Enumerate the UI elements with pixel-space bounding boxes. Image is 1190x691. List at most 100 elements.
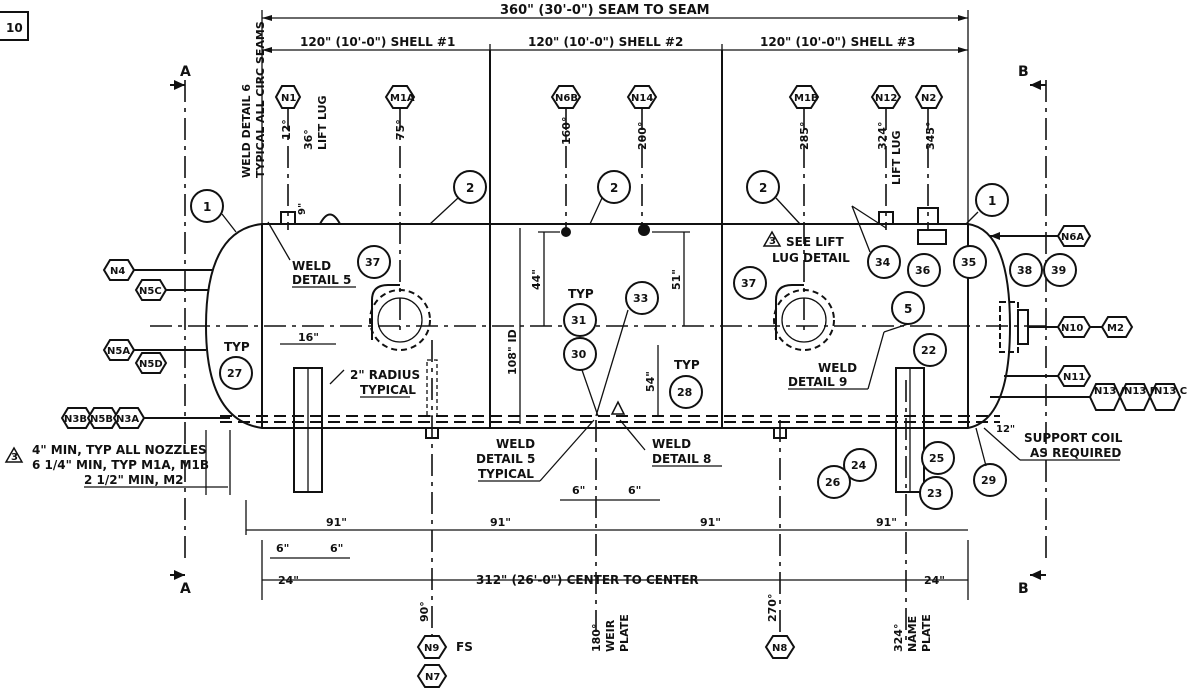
angle-324: 324° bbox=[876, 122, 889, 150]
lift-lug-label-2: LIFT LUG bbox=[890, 130, 903, 185]
see-lift-lug-note: 3 SEE LIFT LUG DETAIL bbox=[762, 230, 850, 265]
typ-28: TYP bbox=[674, 358, 700, 372]
item-38: 38 bbox=[1017, 264, 1032, 277]
nozzle-min-note: 3 4" MIN, TYP ALL NOZZLES 6 1/4" MIN, TY… bbox=[4, 430, 231, 495]
radius-line2: TYPICAL bbox=[360, 383, 416, 397]
overall-dimension: 360" (30'-0") SEAM TO SEAM bbox=[262, 3, 968, 21]
item-2-c: 2 bbox=[759, 181, 767, 195]
see-lift-line1: SEE LIFT bbox=[786, 235, 845, 249]
item-36: 36 bbox=[915, 264, 931, 277]
item-35: 35 bbox=[961, 256, 976, 269]
nozzle-centerlines bbox=[287, 108, 929, 640]
weld9-line2: DETAIL 9 bbox=[788, 375, 847, 389]
nozzle-m1a-label: M1A bbox=[390, 93, 415, 104]
weld5typ-line3: TYPICAL bbox=[478, 467, 534, 481]
sheet-reference-box: 10 bbox=[0, 11, 29, 41]
nozzle-n12-hex bbox=[870, 85, 902, 109]
bottom-dimensions: 91" 91" 91" 91" 6" 6" 6" 6" 24" 24" 312"… bbox=[245, 484, 969, 600]
lift-lug-label-1: LIFT LUG bbox=[316, 95, 329, 150]
weld-detail-8-note: WELD DETAIL 8 bbox=[610, 400, 722, 467]
support-line1: SUPPORT COIL bbox=[1024, 431, 1123, 445]
item-34: 34 bbox=[875, 256, 891, 269]
nozzle-n9: N9 bbox=[424, 643, 439, 654]
item-29: 29 bbox=[981, 474, 996, 487]
weld9-line1: WELD bbox=[818, 361, 857, 375]
plate-label-2: PLATE bbox=[920, 614, 933, 652]
angle-180: 180° bbox=[590, 624, 603, 652]
dim-91-c: 91" bbox=[700, 516, 721, 529]
see-lift-line2: LUG DETAIL bbox=[772, 251, 850, 265]
weld-detail-5-note: WELD DETAIL 5 bbox=[292, 259, 356, 288]
dim-51: 51" bbox=[670, 269, 683, 290]
weld-detail-6-line2: TYPICAL ALL CIRC SEAMS bbox=[254, 21, 267, 178]
item-24: 24 bbox=[851, 459, 867, 472]
name-label: NAME bbox=[906, 616, 919, 652]
overall-dim-text: 360" (30'-0") SEAM TO SEAM bbox=[500, 3, 710, 18]
left-nozzles: N4 N5C N5A N5D N3B N5B N3A bbox=[60, 259, 230, 429]
weld-detail-6-line1: WELD DETAIL 6 bbox=[240, 84, 253, 178]
shell3-dim: 120" (10'-0") SHELL #3 bbox=[760, 35, 915, 49]
weld8-line1: WELD bbox=[652, 437, 691, 451]
nozzle-n1-hex bbox=[274, 85, 302, 109]
angle-270: 270° bbox=[766, 594, 779, 622]
dim-44: 44" bbox=[530, 269, 543, 290]
weir-label: WEIR bbox=[604, 619, 617, 652]
nozzle-n5b: N5B bbox=[90, 414, 113, 425]
nozzle-n1-label: N1 bbox=[281, 93, 296, 104]
dim-91-b: 91" bbox=[490, 516, 511, 529]
right-nozzles: N6A N10 M2 N11 N13 A N13 B N13 C 12" bbox=[990, 225, 1187, 435]
nozzle-n2-hex bbox=[914, 85, 944, 109]
weld8-line2: DETAIL 8 bbox=[652, 452, 711, 466]
section-b-label-top: B bbox=[1018, 64, 1029, 80]
min-note-line3: 2 1/2" MIN, M2 bbox=[84, 473, 184, 487]
shell-dimension-line: 120" (10'-0") SHELL #1 120" (10'-0") SHE… bbox=[262, 35, 968, 56]
min-note-line1: 4" MIN, TYP ALL NOZZLES bbox=[32, 443, 207, 457]
nozzle-n7: N7 bbox=[425, 672, 440, 683]
top-nozzle-stubs bbox=[280, 207, 947, 245]
dim-16: 16" bbox=[298, 331, 319, 344]
nozzle-m1a-hex bbox=[384, 85, 416, 109]
angle-285: 285° bbox=[798, 122, 811, 150]
section-mark-b-bottom: B bbox=[1018, 570, 1046, 597]
rev-triangle-1: 3 bbox=[769, 236, 776, 247]
item-1-left: 1 bbox=[203, 200, 211, 214]
weld5typ-line1: WELD bbox=[496, 437, 535, 451]
item-28: 28 bbox=[677, 386, 692, 399]
bottom-nozzle-stubs bbox=[425, 359, 787, 439]
angle-345: 345° bbox=[924, 122, 937, 150]
bottom-nozzles: 90° N9 FS N7 180° WEIR PLATE 270° N8 324… bbox=[416, 594, 933, 688]
dim-9: 9" bbox=[297, 203, 308, 215]
nozzle-n4: N4 bbox=[110, 266, 125, 277]
dim-6-d: 6" bbox=[330, 542, 343, 555]
dim-91-a: 91" bbox=[326, 516, 347, 529]
nozzle-n13a: N13 A bbox=[1094, 386, 1128, 397]
saddle-left bbox=[293, 367, 323, 493]
fs-label: FS bbox=[456, 640, 473, 654]
nozzle-n11: N11 bbox=[1063, 372, 1085, 383]
dim-24-left: 24" bbox=[278, 574, 299, 587]
dim-12: 12" bbox=[996, 424, 1015, 435]
internal-dimensions: 44" 51" 54" 108" ID bbox=[506, 228, 690, 424]
item-31: 31 bbox=[571, 314, 586, 327]
manway-m1a bbox=[369, 284, 431, 351]
item-22: 22 bbox=[921, 344, 936, 357]
nozzle-n12-label: N12 bbox=[875, 93, 897, 104]
nozzle-n13b: N13 B bbox=[1124, 386, 1157, 397]
weld5typ-line2: DETAIL 5 bbox=[476, 452, 535, 466]
dim-6-a: 6" bbox=[572, 484, 585, 497]
angle-200: 200° bbox=[636, 122, 649, 150]
angle-90: 90° bbox=[418, 601, 431, 622]
section-a-label-top: A bbox=[180, 64, 191, 80]
nozzle-n3a: N3A bbox=[116, 414, 139, 425]
angle-12: 12° bbox=[280, 119, 293, 140]
shell1-dim: 120" (10'-0") SHELL #1 bbox=[300, 35, 455, 49]
saddle-right bbox=[895, 367, 925, 493]
center-to-center-dim: 312" (26'-0") CENTER TO CENTER bbox=[476, 573, 699, 587]
min-note-line2: 6 1/4" MIN, TYP M1A, M1B bbox=[32, 458, 209, 472]
nozzle-n5d: N5D bbox=[139, 359, 163, 370]
nozzle-n10: N10 bbox=[1061, 323, 1083, 334]
item-30: 30 bbox=[571, 348, 587, 361]
section-mark-a-top: A bbox=[170, 64, 191, 560]
